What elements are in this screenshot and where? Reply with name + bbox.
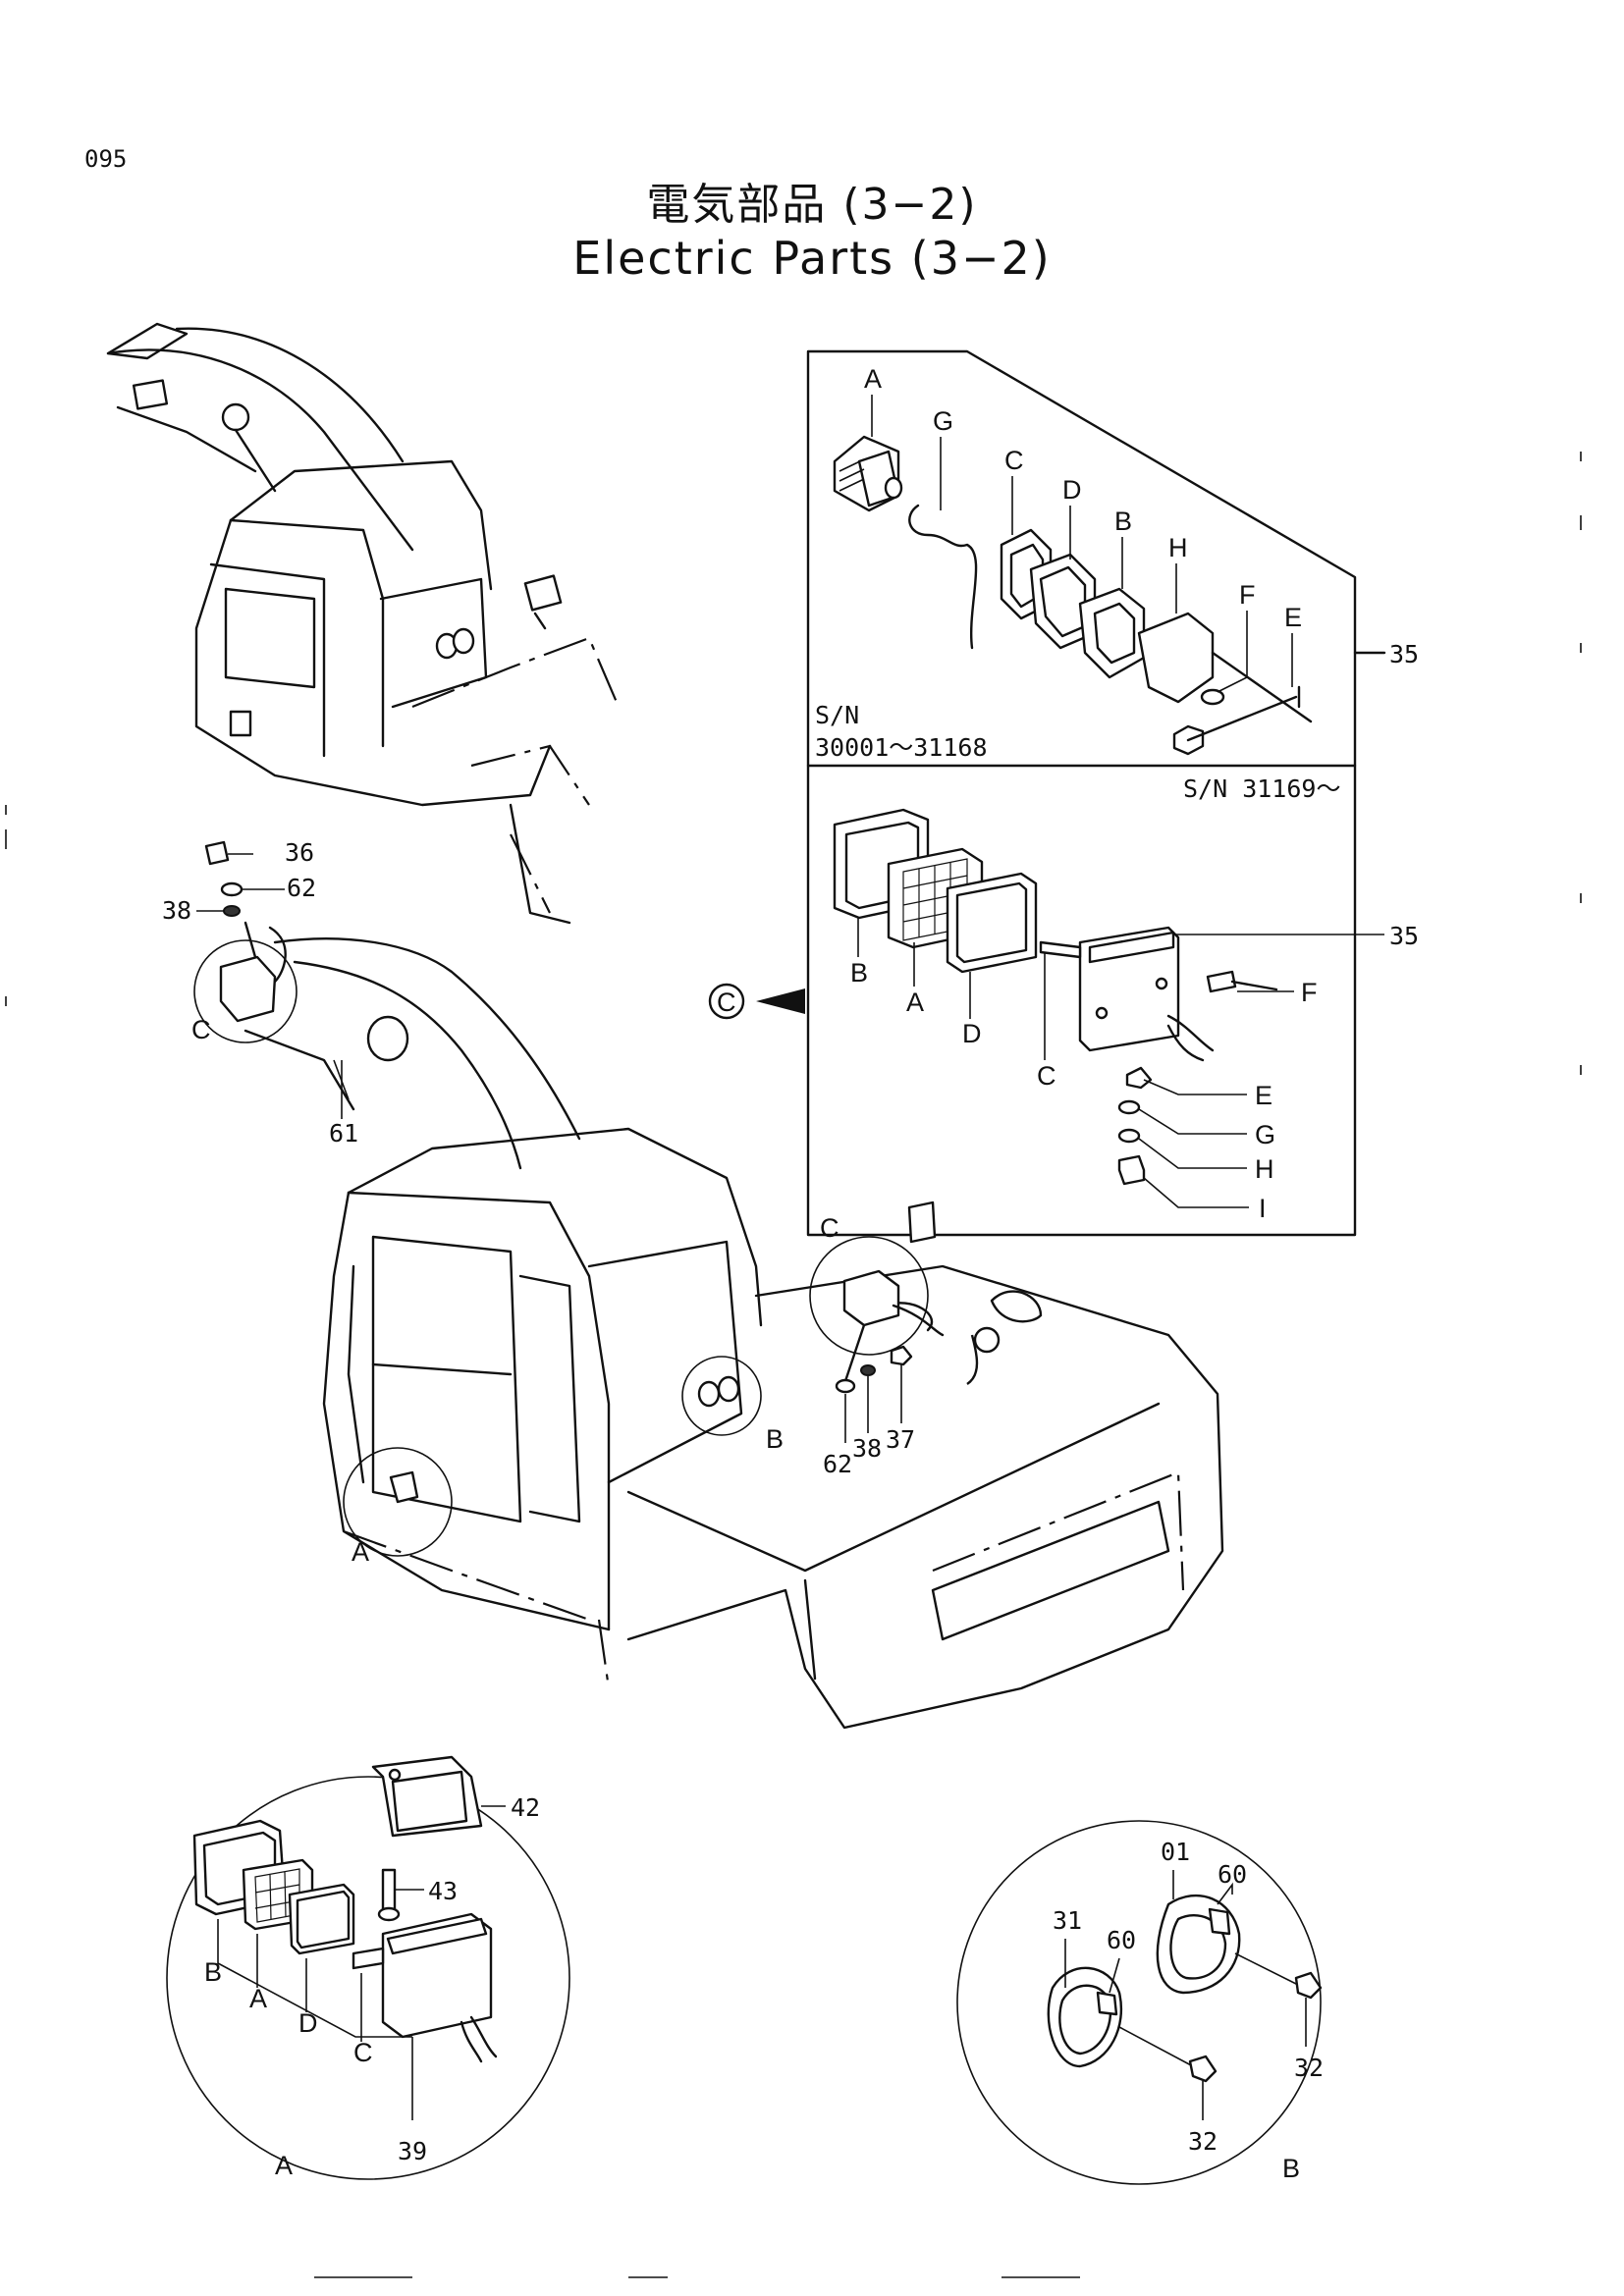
machine-top-view (106, 322, 621, 925)
callout-60-lower: 60 (1107, 1926, 1136, 1954)
callout-32-left: 32 (1188, 2127, 1218, 2156)
label-upper-6: F (1239, 580, 1256, 610)
machine-main-view: B A C 62 38 37 (322, 1127, 1224, 1730)
page-number: 095 (84, 145, 128, 173)
label-upper-0: A (864, 364, 882, 394)
callout-38: 38 (162, 896, 191, 925)
label-upper-7: E (1284, 603, 1302, 632)
detail-a-part-2: D (298, 2008, 318, 2038)
serial-old-line2: 30001～31168 (815, 733, 988, 762)
detail-a-part-1: A (249, 1984, 267, 2013)
margin-marks (5, 452, 1582, 2278)
callout-37-cab: 37 (886, 1425, 915, 1454)
callout-39: 39 (398, 2137, 427, 2165)
lamp-assembly-inset: 35 A G C D B H F E S/N 3000 (708, 349, 1419, 1237)
pointer-c-label: C (717, 988, 736, 1017)
label-lower-5: E (1255, 1081, 1272, 1110)
label-lower-2: D (962, 1019, 982, 1048)
detail-a-label: A (275, 2151, 293, 2180)
label-lower-7: H (1255, 1154, 1274, 1184)
label-upper-5: H (1168, 533, 1188, 562)
page-title-japanese: 電気部品 (3−2) (646, 180, 978, 230)
callout-43: 43 (428, 1877, 458, 1905)
callout-32-right: 32 (1294, 2054, 1324, 2082)
detail-b-label: B (1282, 2154, 1300, 2183)
view-label-a-cab: A (352, 1537, 369, 1567)
label-upper-4: B (1114, 507, 1132, 536)
view-label-c-cab: C (820, 1213, 839, 1243)
callout-61: 61 (329, 1119, 358, 1148)
detail-b-view: 32 01 60 32 31 60 B (956, 1820, 1324, 2185)
callout-01: 01 (1161, 1838, 1190, 1866)
boom-lamp-view: 36 62 38 C 61 (162, 838, 581, 1170)
label-upper-2: C (1004, 446, 1024, 475)
pointer-c-arrow (756, 988, 805, 1014)
label-lower-4: F (1301, 978, 1318, 1007)
detail-a-view: 42 43 B A D C 39 A (166, 1755, 570, 2180)
callout-35-lower: 35 (1389, 922, 1419, 950)
detail-a-part-0: B (204, 1957, 222, 1987)
label-lower-8: I (1259, 1194, 1267, 1223)
label-upper-3: D (1062, 475, 1082, 505)
detail-a-part-3: C (353, 2038, 373, 2067)
callout-38-cab: 38 (852, 1434, 882, 1463)
callout-35-upper: 35 (1389, 640, 1419, 668)
callout-60-upper: 60 (1218, 1860, 1247, 1889)
callout-42: 42 (511, 1793, 540, 1822)
label-lower-6: G (1255, 1120, 1275, 1149)
page-title-english: Electric Parts (3−2) (572, 232, 1052, 285)
view-label-c-small: C (191, 1015, 211, 1044)
label-lower-1: A (906, 988, 924, 1017)
callout-62: 62 (287, 874, 316, 902)
view-label-b-cab: B (766, 1424, 784, 1454)
serial-old-line1: S/N (815, 701, 859, 729)
label-lower-3: C (1037, 1061, 1056, 1091)
serial-new: S/N 31169～ (1183, 774, 1340, 803)
label-lower-0: B (850, 958, 868, 988)
label-upper-1: G (933, 406, 953, 436)
callout-62-cab: 62 (823, 1450, 852, 1478)
callout-31: 31 (1053, 1906, 1082, 1935)
callout-36: 36 (285, 838, 314, 867)
